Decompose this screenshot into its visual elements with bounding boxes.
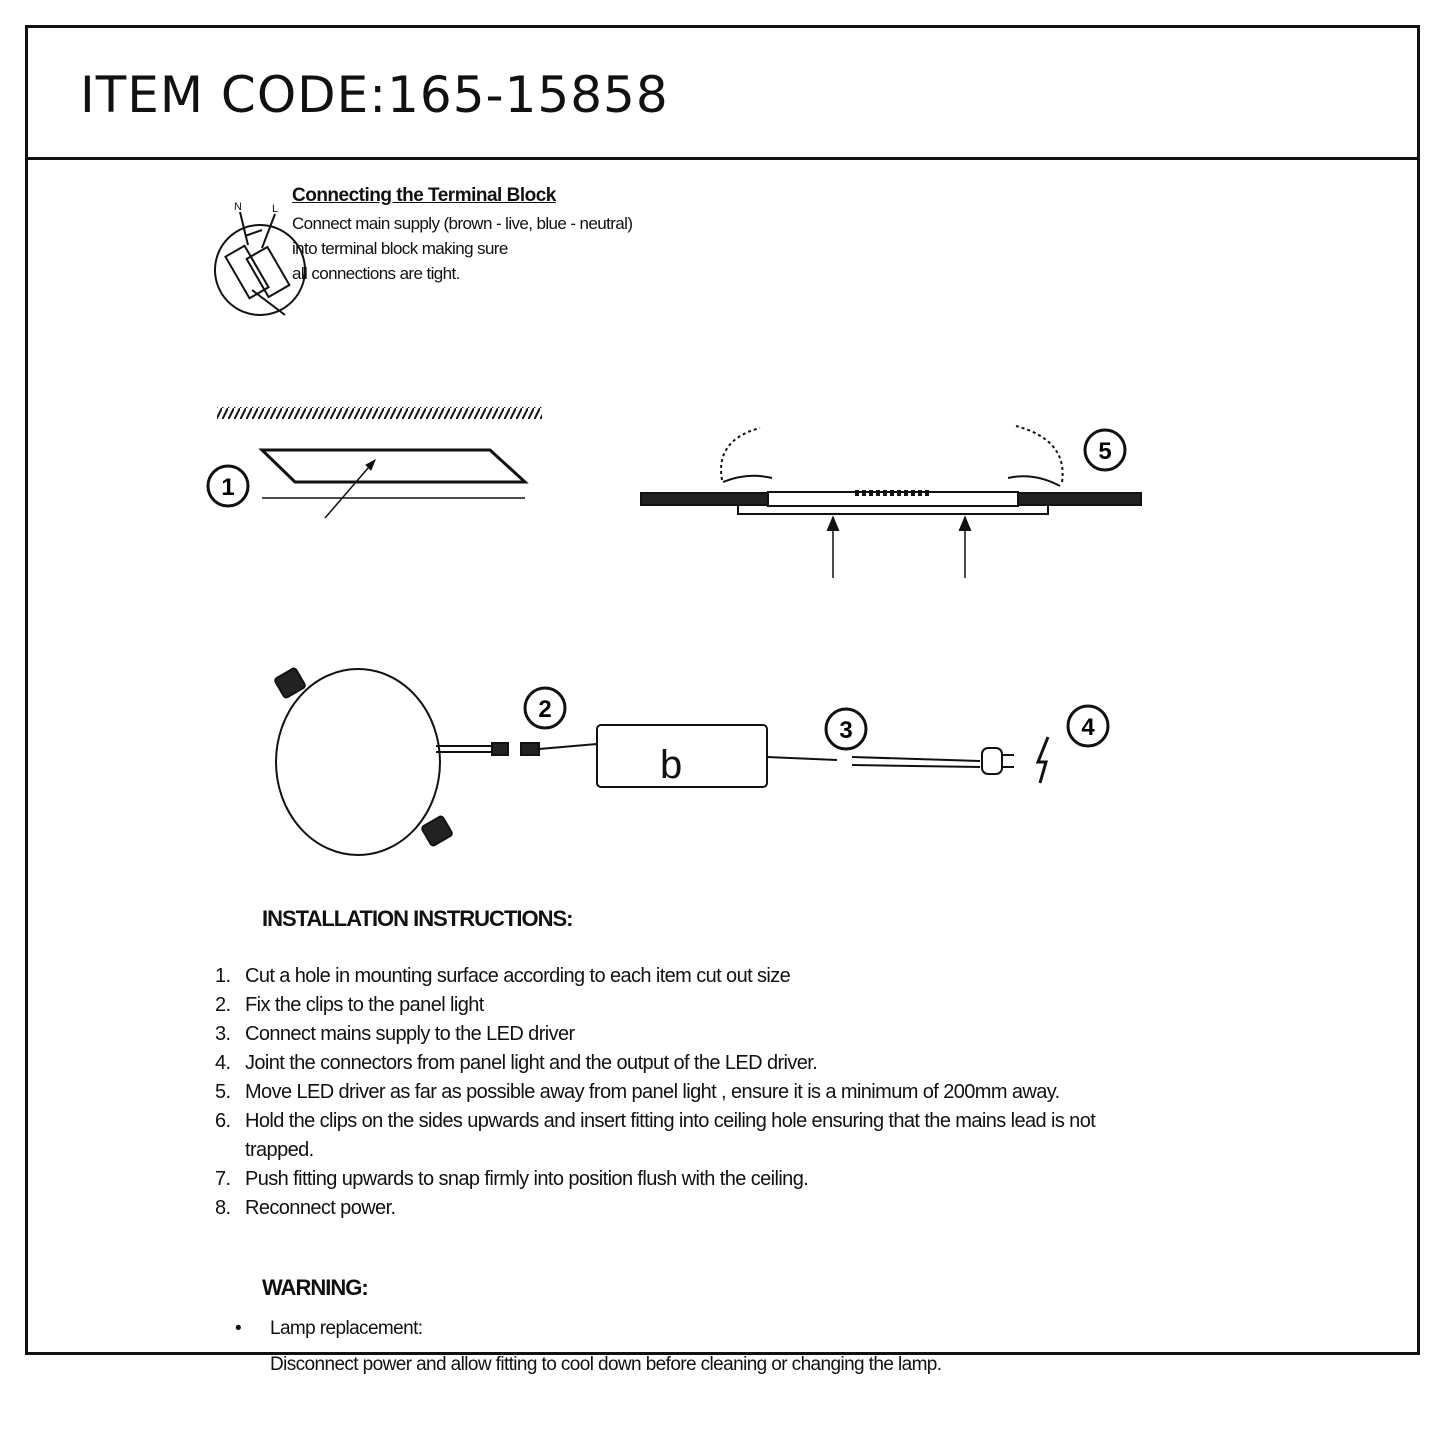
svg-text:3: 3 <box>839 717 852 744</box>
svg-text:1: 1 <box>221 474 234 501</box>
warning-bullet: • <box>235 1318 242 1339</box>
terminal-letter-l: L <box>272 203 278 215</box>
terminal-line-2: into terminal block making sure <box>292 239 508 258</box>
step-number-2: 2 <box>523 686 567 730</box>
step-number-4: 4 <box>1066 704 1110 748</box>
document-frame: ITEM CODE:165-15858 <box>25 25 1420 1355</box>
step-item-3: 3.Connect mains supply to the LED driver <box>215 1023 575 1045</box>
step-item-6: 6.Hold the clips on the sides upwards an… <box>215 1110 1096 1161</box>
step-item-1: 1.Cut a hole in mounting surface accordi… <box>215 965 791 987</box>
step-number-5: 5 <box>1083 428 1127 472</box>
step-item-7: 7.Push fitting upwards to snap firmly in… <box>215 1168 809 1190</box>
driver-logo: b <box>660 743 682 787</box>
header: ITEM CODE:165-15858 <box>28 28 1417 160</box>
terminal-block-illustration: N L <box>214 201 306 316</box>
warning-label: Lamp replacement: <box>270 1318 423 1339</box>
terminal-block-title: Connecting the Terminal Block <box>292 185 556 206</box>
item-code: ITEM CODE:165-15858 <box>80 66 669 124</box>
step-item-2: 2.Fix the clips to the panel light <box>215 994 484 1016</box>
step-item-8: 8.Reconnect power. <box>215 1197 396 1219</box>
svg-text:2: 2 <box>538 696 551 723</box>
wiring-illustration: b <box>274 667 1050 856</box>
warning-heading: WARNING: <box>262 1275 369 1300</box>
step-item-5: 5.Move LED driver as far as possible awa… <box>215 1081 1060 1103</box>
svg-text:4: 4 <box>1081 714 1095 741</box>
terminal-line-1: Connect main supply (brown - live, blue … <box>292 214 633 233</box>
terminal-block-instructions: Connecting the Terminal Block Connect ma… <box>292 185 633 286</box>
warning-detail: Disconnect power and allow fitting to co… <box>270 1354 942 1375</box>
terminal-letter-n: N <box>234 201 242 213</box>
svg-text:5: 5 <box>1098 438 1111 465</box>
step-item-4: 4.Joint the connectors from panel light … <box>215 1052 818 1074</box>
step-number-1: 1 <box>206 464 250 508</box>
installation-heading: INSTALLATION INSTRUCTIONS: <box>262 906 573 931</box>
terminal-line-3: all connections are tight. <box>292 264 460 283</box>
installation-steps: 1.Cut a hole in mounting surface accordi… <box>215 962 1215 1223</box>
panel-insertion-illustration <box>640 425 1142 578</box>
ceiling-cut-illustration <box>217 407 542 519</box>
step-number-3: 3 <box>824 707 868 751</box>
